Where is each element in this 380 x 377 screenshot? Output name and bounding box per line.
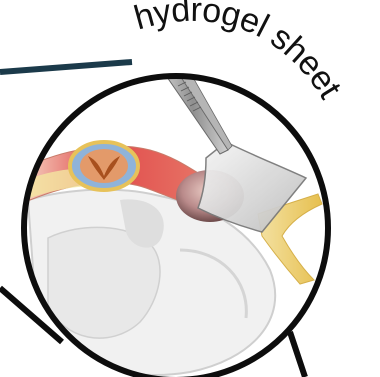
connector-line-bottom-right	[290, 332, 305, 377]
connector-line-top	[0, 62, 132, 72]
spinal-cord-icon	[70, 142, 138, 190]
